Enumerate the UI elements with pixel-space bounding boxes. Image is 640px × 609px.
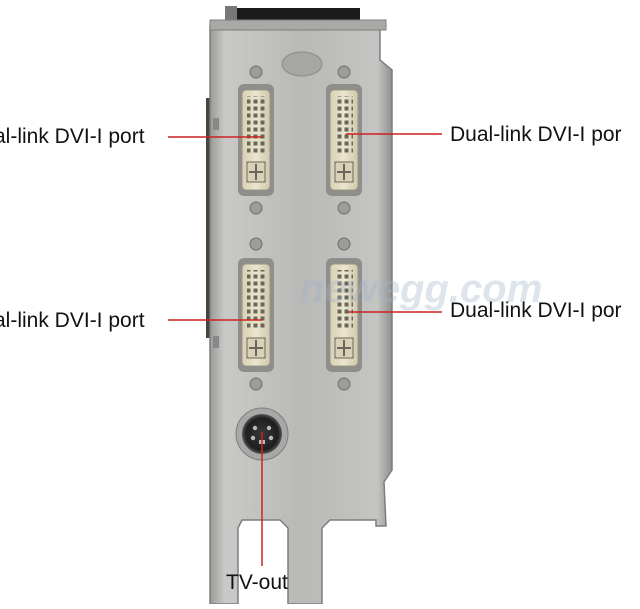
bracket-screw-hole bbox=[281, 51, 323, 77]
dvi-port-top-right bbox=[326, 65, 362, 215]
watermark: newegg.com bbox=[300, 267, 542, 311]
label-top-right-port: Dual-link DVI-I por bbox=[450, 123, 622, 146]
label-bottom-left-port: al-link DVI-I port bbox=[0, 309, 145, 332]
callout-lines bbox=[168, 133, 442, 566]
dvi-port-top-left bbox=[238, 65, 274, 215]
bracket bbox=[209, 25, 393, 605]
label-tv-out: TV-out bbox=[226, 571, 288, 594]
label-bottom-right-port: Dual-link DVI-I por bbox=[450, 299, 622, 322]
dvi-port-bottom-right bbox=[326, 237, 362, 391]
label-top-left-port: al-link DVI-I port bbox=[0, 125, 145, 148]
dvi-port-bottom-left bbox=[238, 237, 274, 391]
